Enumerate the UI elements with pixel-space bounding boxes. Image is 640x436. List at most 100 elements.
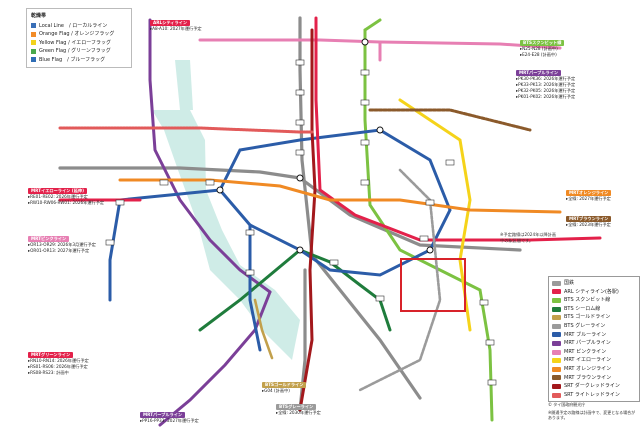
highlight-frame — [400, 258, 466, 312]
line-label: BTS ゴールドライン — [564, 314, 611, 321]
line-label: SRT ダークレッドライン — [564, 383, 620, 390]
line-label: BTS スクンビット線 — [564, 297, 611, 304]
callout-pink: MRTピンクライン OR13-OR29: 2026年3月運行予定 OR01-OR… — [28, 236, 96, 254]
line-legend-row: SRT ライトレッドライン — [552, 391, 636, 400]
callout-tag: BTSグレーライン — [276, 404, 317, 410]
line-legend-row: BTS ゴールドライン — [552, 313, 636, 322]
line-swatch — [552, 392, 561, 398]
callout-line: E24-E28 (計画中) — [520, 52, 557, 57]
callout-tag: MRTイエローライン (延伸) — [28, 188, 87, 194]
flag-legend: 乾燥帯 Local Line / ローカルライン Orange Flag / オ… — [26, 8, 132, 68]
line-bts-silom — [198, 248, 392, 332]
line-legend-row: SRT ダークレッドライン — [552, 382, 636, 391]
flag-label: Blue Flag / ブルーフラッグ — [39, 56, 106, 63]
callout-tag: MRTパープルライン — [516, 70, 562, 76]
line-label: MRT オレンジライン — [564, 365, 612, 372]
line-swatch — [552, 366, 561, 372]
flag-label: Orange Flag / オレンジフラッグ — [39, 31, 115, 37]
river-area-north — [175, 60, 193, 110]
callout-line: OR01-OR13: 2027年運行予定 — [28, 248, 89, 253]
line-label: MRT イエローライン — [564, 357, 612, 364]
line-swatch — [552, 315, 561, 321]
flag-label: Green Flag / グリーンフラッグ — [39, 48, 111, 54]
callout-purple-south: MRTパープルライン PP16-PP33: 2027年運行予定 — [140, 412, 199, 424]
callout-line: A8-A10: 2027年運行予定 — [150, 26, 202, 31]
map-note: ※予定路線は2024年以降計画中の駅区間です。 — [500, 232, 557, 243]
line-arl — [58, 16, 602, 242]
callout-line: PK33-PK13: 2026年運行予定 — [516, 82, 575, 87]
callout-green-ext: MRTグリーンライン RN10-RN14: 2026年運行予定 RS01-RS0… — [28, 352, 89, 376]
line-legend-row: MRT オレンジライン — [552, 365, 636, 374]
callout-line: RW10-RW06-RW01: 2026年運行予定 — [28, 200, 104, 205]
line-swatch — [552, 375, 561, 381]
callout-tag: BTSスクンビット線 — [520, 40, 565, 46]
line-legend-row: 国鉄 — [552, 279, 636, 288]
line-mrt-brown — [368, 108, 532, 132]
line-label: ARL シティライン(各駅) — [564, 288, 619, 295]
line-legend-row: ARL シティライン(各駅) — [552, 288, 636, 297]
callout-purple-north: MRTパープルライン PK30-PK36: 2026年運行予定 PK33-PK1… — [516, 70, 575, 100]
interchange-markers — [216, 38, 434, 254]
line-swatch — [552, 297, 561, 303]
line-swatch — [552, 323, 561, 329]
station-markers — [105, 59, 497, 386]
callout-tag: MRTオレンジライン — [566, 190, 612, 196]
line-swatch — [552, 280, 561, 286]
line-legend-row: MRT ブラウンライン — [552, 374, 636, 383]
line-label: BTS グレーライン — [564, 322, 606, 329]
line-label: MRT パープルライン — [564, 340, 611, 347]
callout-arl: ARLシティライン A8-A10: 2027年運行予定 — [150, 20, 202, 32]
line-swatch — [552, 358, 561, 364]
line-label: MRT ブルーライン — [564, 331, 607, 338]
line-label: BTS シーロム線 — [564, 305, 601, 312]
line-legend-row: BTS シーロム線 — [552, 305, 636, 314]
callout-tag: BTSゴールドライン — [262, 382, 307, 388]
line-bts-gold — [253, 298, 274, 360]
callout-line: RS01-RS06: 2026年運行予定 — [28, 364, 88, 369]
line-mrt-yellow — [398, 98, 472, 332]
line-label: SRT ライトレッドライン — [564, 391, 620, 398]
line-swatch — [552, 332, 561, 338]
line-swatch — [552, 306, 561, 312]
callout-line: PK32-PK05: 2026年運行予定 — [516, 88, 575, 93]
callout-line: N25-N28 (計画中) — [520, 46, 558, 51]
line-swatch — [552, 289, 561, 295]
flag-swatch — [31, 40, 36, 46]
flag-legend-row: Blue Flag / ブルーフラッグ — [31, 56, 127, 65]
line-pink — [198, 38, 562, 62]
callout-line: G04 (計画中) — [262, 388, 290, 393]
line-legend-row: MRT イエローライン — [552, 356, 636, 365]
flag-swatch — [31, 31, 36, 37]
callout-gold: BTSゴールドライン G04 (計画中) — [262, 382, 307, 394]
flag-swatch — [31, 57, 36, 63]
line-srt-lightred — [58, 126, 314, 134]
line-legend: 国鉄 ARL シティライン(各駅) BTS スクンビット線 BTS シーロム線 … — [548, 276, 640, 403]
callout-tag: MRTグリーンライン — [28, 352, 74, 358]
flag-swatch — [31, 48, 36, 54]
callout-brown: MRTブラウンライン 全線: 2023年運行予定 — [566, 216, 612, 228]
line-label: MRT ブラウンライン — [564, 374, 612, 381]
flag-swatch — [31, 23, 36, 29]
flag-legend-row: Local Line / ローカルライン — [31, 22, 127, 31]
callout-orange: MRTオレンジライン 全線: 2027年運行予定 — [566, 190, 612, 202]
callout-grey: BTSグレーライン 全線: 2030年運行予定 — [276, 404, 321, 416]
callout-tag: MRTブラウンライン — [566, 216, 612, 222]
line-legend-row: MRT ブルーライン — [552, 331, 636, 340]
callout-bts-sukhumvit: BTSスクンビット線 N25-N28 (計画中) E24-E28 (計画中) — [520, 40, 565, 58]
copyright: © タイ国政府観光庁 — [548, 402, 586, 407]
line-legend-row: BTS スクンビット線 — [552, 296, 636, 305]
line-swatch — [552, 383, 561, 389]
callout-line: RE01-RE02: 2026年運行予定 — [28, 194, 88, 199]
bottom-note: ※開通予定の路線は計画中で、変更となる場合があります。 — [548, 410, 636, 420]
line-bts-sukhumvit — [363, 18, 494, 422]
line-legend-row: MRT ピンクライン — [552, 348, 636, 357]
callout-line: RS08-RS23: 計画中 — [28, 370, 69, 375]
callout-tag: MRTピンクライン — [28, 236, 70, 242]
line-label: MRT ピンクライン — [564, 348, 607, 355]
line-swatch — [552, 349, 561, 355]
flag-label: Local Line / ローカルライン — [39, 22, 108, 29]
callout-line: OR13-OR29: 2026年3月運行予定 — [28, 242, 96, 247]
flag-legend-title: 乾燥帯 — [31, 13, 47, 19]
flag-legend-row: Yellow Flag / イエローフラッグ — [31, 39, 127, 48]
